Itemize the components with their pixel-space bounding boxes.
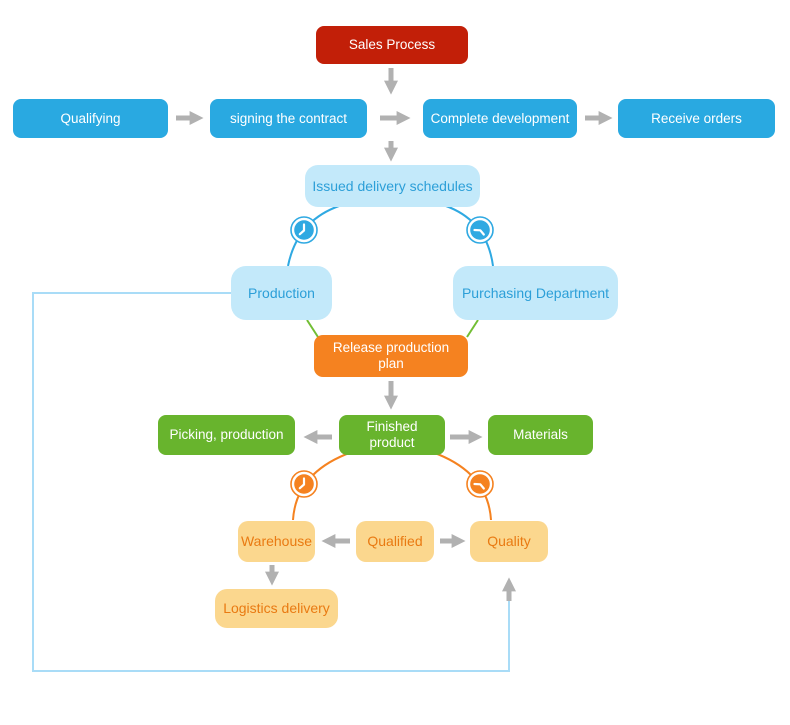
- node-label: Qualified: [367, 533, 423, 550]
- node-purchasing-department: Purchasing Department: [453, 266, 618, 320]
- node-label: Release production plan: [332, 340, 450, 371]
- node-label: Complete development: [430, 110, 570, 126]
- node-receive-orders: Receive orders: [618, 99, 775, 138]
- feedback-loop-line: [32, 292, 510, 672]
- node-label: Materials: [513, 427, 568, 443]
- node-release-production-plan: Release production plan: [314, 335, 468, 377]
- node-qualified: Qualified: [356, 521, 434, 562]
- node-label: Qualifying: [60, 110, 121, 126]
- node-label: Picking, production: [169, 427, 284, 443]
- node-label: Warehouse: [240, 533, 313, 550]
- clock-icon: [290, 216, 318, 244]
- node-label: Receive orders: [651, 110, 742, 126]
- connector-purchasing-to-release: [466, 319, 479, 338]
- node-finished-product: Finished product: [339, 415, 445, 455]
- node-picking-production: Picking, production: [158, 415, 295, 455]
- node-warehouse: Warehouse: [238, 521, 315, 562]
- node-signing-contract: signing the contract: [210, 99, 367, 138]
- node-label: Issued delivery schedules: [312, 177, 473, 194]
- node-qualifying: Qualifying: [13, 99, 168, 138]
- node-label: Quality: [487, 533, 531, 550]
- clock-icon: [466, 216, 494, 244]
- node-logistics-delivery: Logistics delivery: [215, 589, 338, 628]
- node-complete-development: Complete development: [423, 99, 577, 138]
- node-label: Logistics delivery: [223, 600, 330, 617]
- node-materials: Materials: [488, 415, 593, 455]
- node-label: Finished product: [366, 419, 418, 450]
- clock-icon: [466, 470, 494, 498]
- node-sales-process: Sales Process: [316, 26, 468, 64]
- node-production: Production: [231, 266, 332, 320]
- connector-production-to-release: [306, 319, 319, 338]
- node-label: Sales Process: [348, 37, 436, 53]
- node-label: Production: [248, 284, 315, 301]
- clock-icon: [290, 470, 318, 498]
- node-label: signing the contract: [229, 110, 348, 126]
- node-quality: Quality: [470, 521, 548, 562]
- node-label: Purchasing Department: [461, 284, 610, 301]
- node-issued-delivery-schedules: Issued delivery schedules: [305, 165, 480, 207]
